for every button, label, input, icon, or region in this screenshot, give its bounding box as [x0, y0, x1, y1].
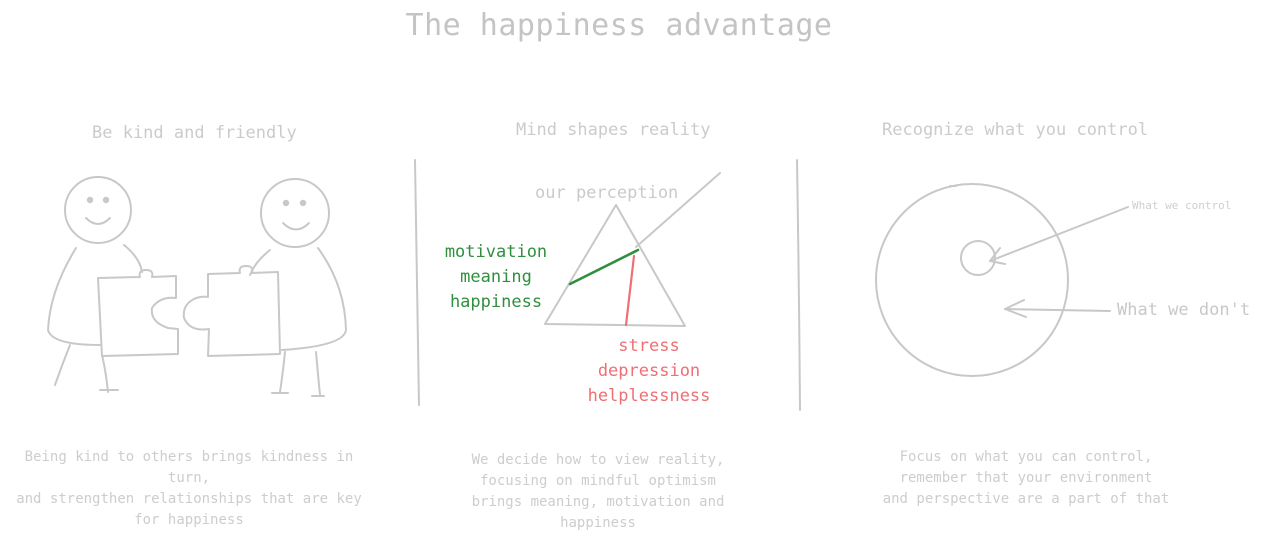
heading-recognize-control: Recognize what you control	[882, 120, 1149, 140]
person-left-icon	[47, 176, 143, 393]
positive-item: motivation	[444, 242, 548, 262]
body-line: brings meaning, motivation and happiness	[471, 494, 725, 531]
body-line: Focus on what you can control,	[899, 449, 1153, 465]
body-line: for happiness	[134, 512, 244, 528]
page-title: The happiness advantage	[405, 8, 833, 43]
inner-circle-label: What we control	[1132, 199, 1232, 212]
body-line: and perspective are a part of that	[882, 491, 1170, 507]
divider-left	[414, 159, 420, 406]
prism-icon	[544, 172, 721, 327]
puzzle-piece-left-icon	[97, 269, 179, 357]
body-line: Being kind to others brings kindness in …	[24, 449, 354, 486]
person-right-icon	[249, 178, 347, 397]
puzzle-piece-right-icon	[182, 265, 281, 357]
divider-right	[796, 159, 801, 411]
body-line: We decide how to view reality,	[471, 452, 725, 468]
outer-circle-label: What we don't	[1117, 300, 1251, 320]
heading-mind-shapes: Mind shapes reality	[516, 120, 711, 140]
negative-ray	[624, 254, 636, 327]
body-mind-shapes: We decide how to view reality, focusing …	[430, 450, 766, 534]
positive-list: motivation meaning happiness	[438, 240, 554, 315]
prism-label: our perception	[535, 183, 679, 203]
negative-item: depression	[597, 361, 701, 381]
negative-item: helplessness	[587, 386, 711, 406]
body-line: focusing on mindful optimism	[479, 473, 716, 489]
positive-ray	[568, 248, 640, 286]
negative-item: stress	[618, 336, 680, 356]
body-line: remember that your environment	[899, 470, 1153, 486]
control-circles-icon	[875, 183, 1129, 377]
body-line: and strengthen relationships that are ke…	[16, 491, 362, 507]
positive-item: happiness	[449, 292, 543, 312]
heading-be-kind: Be kind and friendly	[92, 123, 297, 143]
body-recognize-control: Focus on what you can control, remember …	[860, 447, 1192, 510]
body-be-kind: Being kind to others brings kindness in …	[4, 447, 374, 531]
positive-item: meaning	[460, 267, 532, 287]
negative-list: stress depression helplessness	[585, 334, 713, 409]
